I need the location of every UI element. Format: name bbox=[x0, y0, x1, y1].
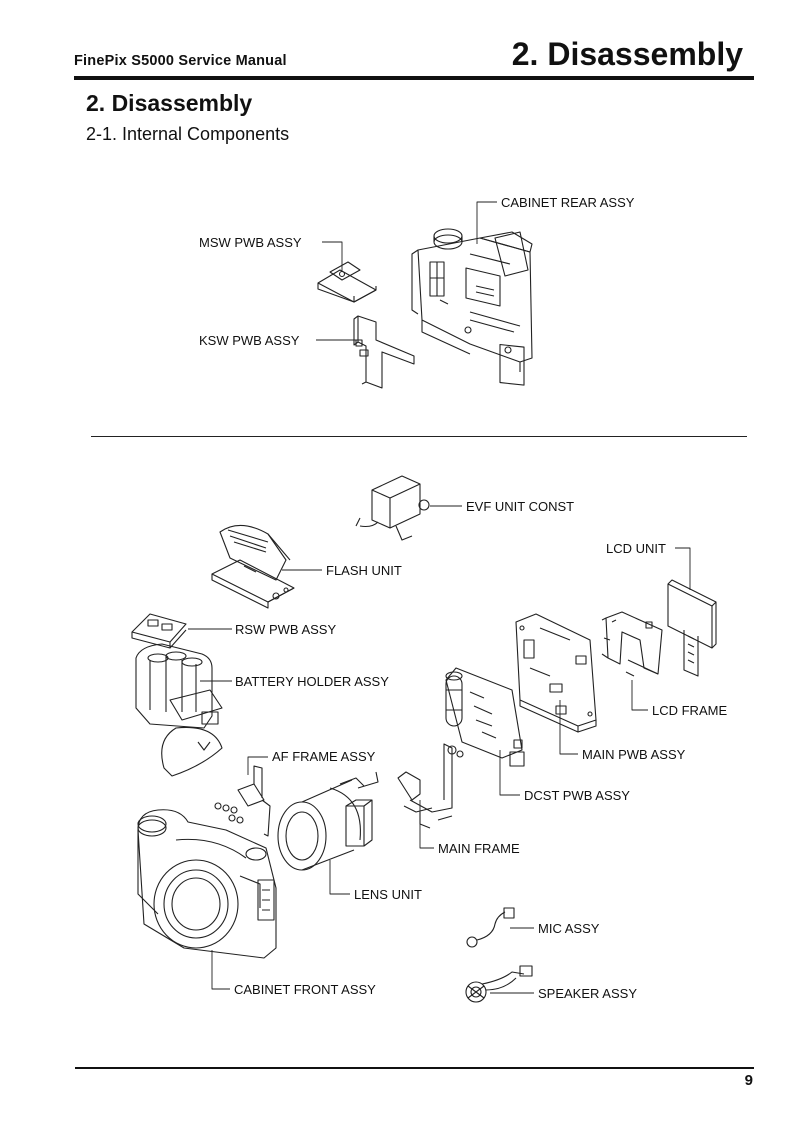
section-subtitle: 2-1. Internal Components bbox=[86, 124, 290, 144]
label-dcst-pwb-assy: DCST PWB ASSY bbox=[524, 788, 630, 803]
label-speaker-assy: SPEAKER ASSY bbox=[538, 986, 637, 1001]
header-rule bbox=[74, 76, 754, 80]
label-evf-unit: EVF UNIT CONST bbox=[466, 499, 575, 514]
label-cabinet-rear-assy: CABINET REAR ASSY bbox=[501, 195, 635, 210]
af-frame-assy-drawing bbox=[214, 765, 271, 837]
label-cabinet-front-assy: CABINET FRONT ASSY bbox=[234, 982, 376, 997]
cabinet-rear-assy-drawing bbox=[411, 228, 533, 386]
dcst-pwb-assy-drawing bbox=[445, 667, 525, 767]
label-af-frame-assy: AF FRAME ASSY bbox=[272, 749, 376, 764]
section-divider bbox=[91, 436, 747, 437]
page-number: 9 bbox=[744, 1072, 753, 1089]
ksw-pwb-assy-drawing bbox=[353, 315, 415, 389]
cabinet-front-assy-drawing bbox=[137, 809, 277, 959]
manual-title: FinePix S5000 Service Manual bbox=[74, 53, 287, 69]
flash-unit-drawing bbox=[211, 524, 295, 609]
rsw-pwb-assy-drawing bbox=[131, 613, 187, 649]
label-rsw-pwb-assy: RSW PWB ASSY bbox=[235, 622, 337, 637]
footer-rule bbox=[75, 1067, 754, 1069]
section-title: 2. Disassembly bbox=[86, 90, 253, 116]
chapter-title: 2. Disassembly bbox=[511, 36, 743, 72]
label-msw-pwb-assy: MSW PWB ASSY bbox=[199, 235, 302, 250]
label-ksw-pwb-assy: KSW PWB ASSY bbox=[199, 333, 300, 348]
label-battery-holder-assy: BATTERY HOLDER ASSY bbox=[235, 674, 389, 689]
label-main-frame: MAIN FRAME bbox=[438, 841, 520, 856]
top-leader-lines bbox=[316, 201, 497, 341]
speaker-assy-drawing bbox=[465, 965, 533, 1003]
label-lcd-unit: LCD UNIT bbox=[606, 541, 666, 556]
mic-assy-drawing bbox=[466, 907, 515, 948]
lcd-unit-drawing bbox=[667, 579, 717, 677]
label-main-pwb-assy: MAIN PWB ASSY bbox=[582, 747, 686, 762]
label-mic-assy: MIC ASSY bbox=[538, 921, 600, 936]
lcd-frame-drawing bbox=[601, 611, 663, 677]
main-frame-drawing bbox=[397, 743, 464, 829]
msw-pwb-assy-drawing bbox=[317, 261, 377, 303]
main-pwb-assy-drawing bbox=[515, 613, 597, 733]
label-lcd-frame: LCD FRAME bbox=[652, 703, 728, 718]
label-flash-unit: FLASH UNIT bbox=[326, 563, 402, 578]
lens-unit-drawing bbox=[277, 771, 379, 871]
evf-unit-drawing bbox=[355, 475, 430, 541]
label-lens-unit: LENS UNIT bbox=[354, 887, 422, 902]
battery-holder-assy-drawing bbox=[135, 643, 223, 777]
